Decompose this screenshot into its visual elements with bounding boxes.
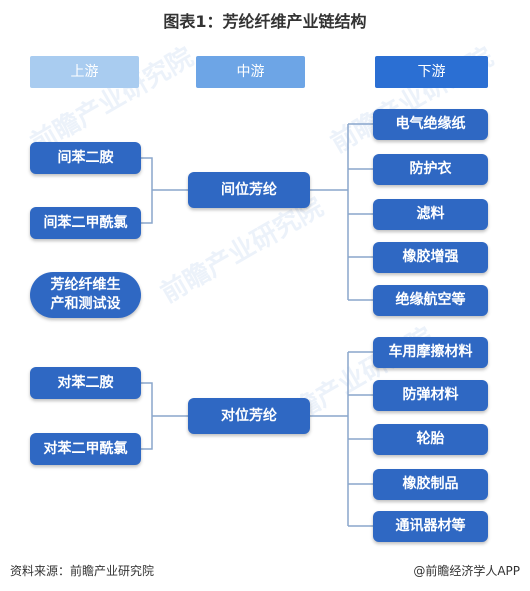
downstream-node: 车用摩擦材料 [373,337,488,368]
connector-meta-downstream [310,123,373,301]
downstream-node: 滤料 [373,199,488,230]
downstream-node: 橡胶增强 [373,242,488,273]
downstream-node: 轮胎 [373,424,488,455]
header-midstream: 中游 [196,56,305,88]
source-note: 资料来源：前瞻产业研究院 [10,564,155,578]
upstream-node-isophthaloyl-chloride: 间苯二甲酰氯 [30,207,141,239]
upstream-node-terephthaloyl-chloride: 对苯二甲酰氯 [30,433,141,465]
downstream-node: 绝缘航空等 [373,285,488,316]
downstream-node: 橡胶制品 [373,469,488,500]
upstream-node-para-phenylenediamine: 对苯二胺 [30,367,141,399]
downstream-node: 防弹材料 [373,380,488,411]
downstream-node: 防护衣 [373,154,488,185]
upstream-node-meta-phenylenediamine: 间苯二胺 [30,142,141,174]
header-downstream: 下游 [375,56,488,88]
header-upstream: 上游 [30,56,139,88]
downstream-node: 电气绝缘纸 [373,109,488,140]
midstream-node-meta-aramid: 间位芳纶 [188,172,310,208]
downstream-node: 通讯器材等 [373,511,488,542]
upstream-node-equipment: 芳纶纤维生产和测试设 [30,272,141,318]
connector-para-downstream [310,351,373,527]
midstream-node-para-aramid: 对位芳纶 [188,398,310,434]
connector-meta-upstream [141,157,188,224]
connector-para-upstream [141,382,188,450]
brand-credit: @前瞻经济学人APP [413,564,520,578]
chart-title: 图表1：芳纶纤维产业链结构 [163,12,367,31]
